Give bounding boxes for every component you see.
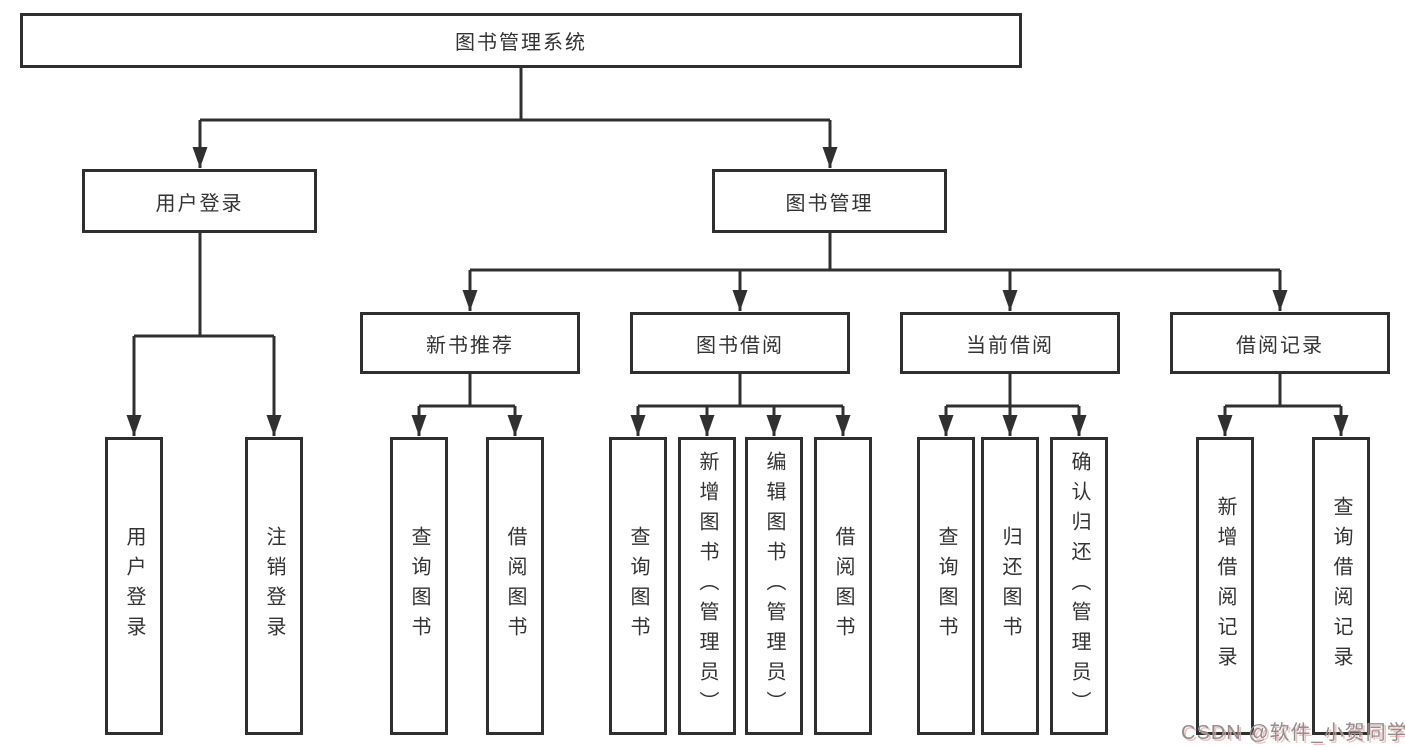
- node-new-book-recommend-label: 新书推荐: [426, 334, 514, 357]
- leaf-query-books-current: 查询图书: [917, 437, 975, 735]
- leaf-logout-label: 注销登录: [263, 526, 285, 646]
- node-book-management: 图书管理: [712, 169, 947, 233]
- connector-current-borrow-trunk: [946, 374, 1079, 408]
- node-current-borrow: 当前借阅: [900, 312, 1120, 374]
- connector-user-login-trunk: [134, 233, 274, 338]
- leaf-label: 查询借阅记录: [1330, 496, 1352, 676]
- leaf-label: 新增图书（管理员）: [696, 451, 718, 721]
- leaf-label: 查询图书: [935, 526, 957, 646]
- leaf-query-borrow-record: 查询借阅记录: [1312, 437, 1370, 735]
- leaf-borrow-books-recommend: 借阅图书: [486, 437, 544, 735]
- leaf-label: 归还图书: [999, 526, 1021, 646]
- connector-new-book-trunk: [419, 374, 515, 408]
- node-book-management-label: 图书管理: [785, 192, 874, 215]
- leaf-label: 查询图书: [627, 526, 649, 646]
- node-new-book-recommend: 新书推荐: [360, 312, 580, 374]
- leaf-label: 借阅图书: [832, 526, 854, 646]
- node-current-borrow-label: 当前借阅: [966, 334, 1054, 357]
- connector-book-borrow-trunk: [638, 374, 843, 408]
- leaf-return-books: 归还图书: [981, 437, 1039, 735]
- leaf-query-books-recommend: 查询图书: [390, 437, 448, 735]
- leaf-label: 查询图书: [408, 526, 430, 646]
- leaf-add-books-admin: 新增图书（管理员）: [678, 437, 736, 735]
- leaf-query-books-borrow: 查询图书: [609, 437, 667, 735]
- node-root: 图书管理系统: [20, 13, 1022, 68]
- leaf-add-borrow-record: 新增借阅记录: [1196, 437, 1254, 735]
- node-user-login-label: 用户登录: [155, 192, 244, 215]
- leaf-label: 新增借阅记录: [1214, 496, 1236, 676]
- leaf-label: 确认归还（管理员）: [1068, 451, 1090, 721]
- node-root-label: 图书管理系统: [455, 32, 587, 54]
- node-borrow-records-label: 借阅记录: [1236, 334, 1324, 357]
- node-user-login: 用户登录: [82, 169, 317, 233]
- leaf-borrow-books: 借阅图书: [814, 437, 872, 735]
- node-book-borrow-label: 图书借阅: [696, 334, 784, 357]
- connector-borrow-records-trunk: [1225, 374, 1341, 408]
- node-borrow-records: 借阅记录: [1170, 312, 1390, 374]
- leaf-edit-books-admin: 编辑图书（管理员）: [745, 437, 803, 735]
- leaf-confirm-return-admin: 确认归还（管理员）: [1050, 437, 1108, 735]
- csdn-watermark: CSDN @软件_小贺同学: [1181, 722, 1405, 744]
- leaf-label: 借阅图书: [504, 526, 526, 646]
- leaf-user-login-label: 用户登录: [123, 526, 145, 646]
- node-book-borrow: 图书借阅: [630, 312, 850, 374]
- connector-root-trunk: [200, 68, 830, 122]
- leaf-label: 编辑图书（管理员）: [763, 451, 785, 721]
- leaf-user-login: 用户登录: [105, 437, 163, 735]
- connector-book-management-trunk: [470, 233, 1280, 272]
- leaf-logout: 注销登录: [245, 437, 303, 735]
